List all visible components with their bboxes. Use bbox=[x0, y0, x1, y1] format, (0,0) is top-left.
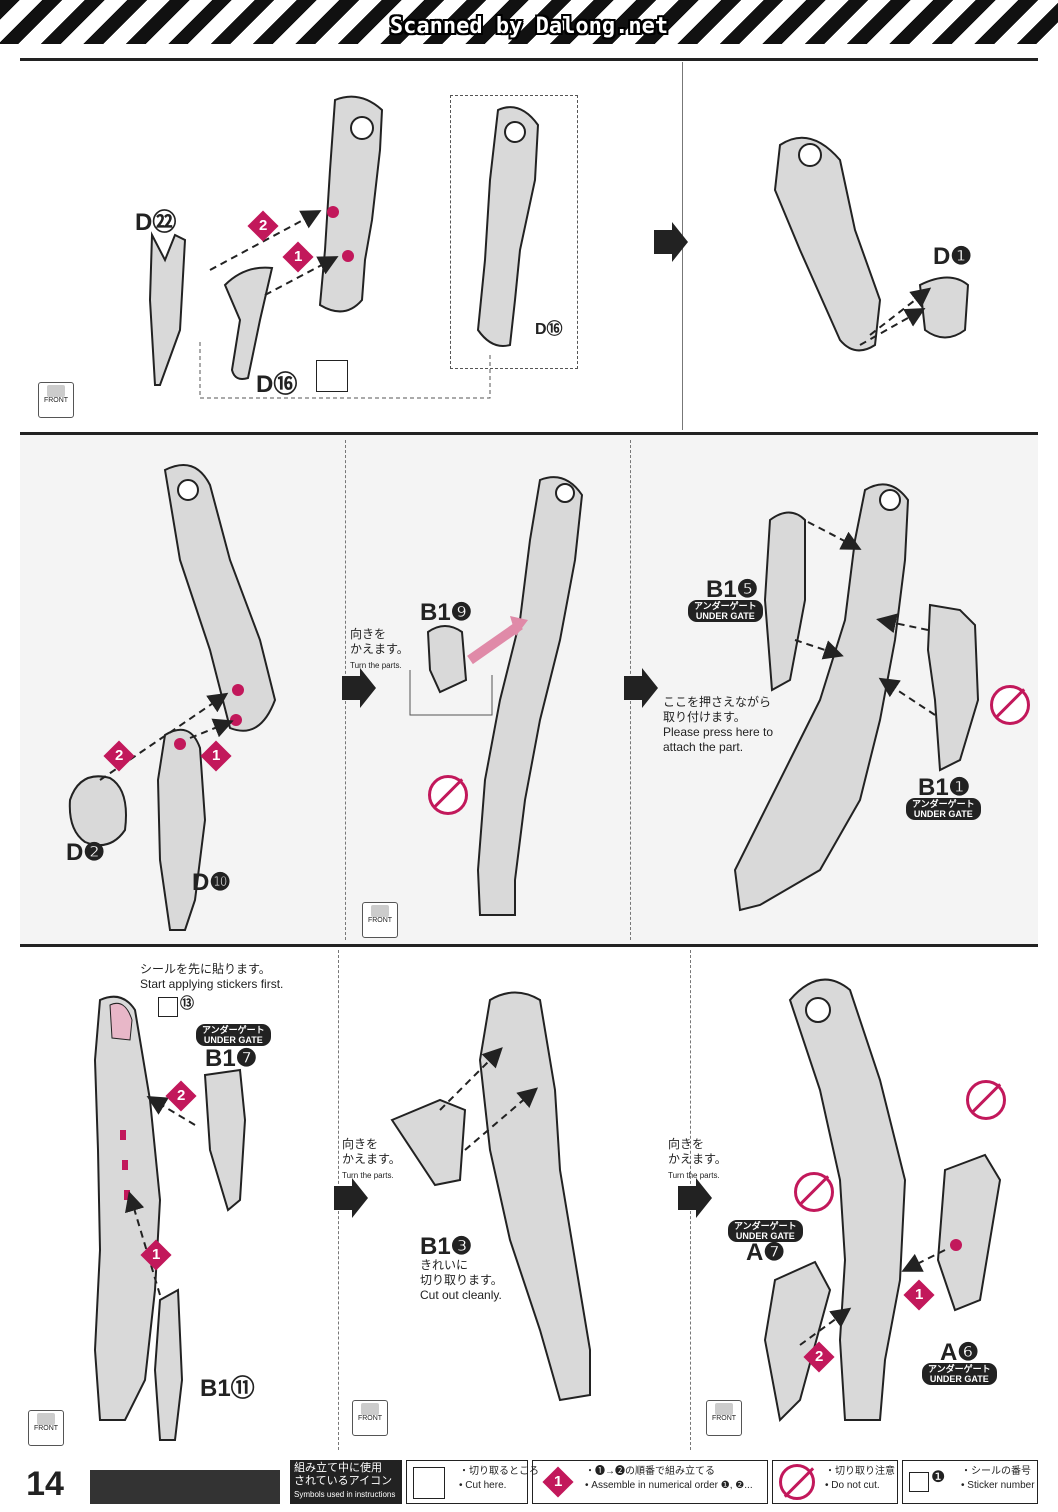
part-b13 bbox=[390, 1098, 467, 1187]
front-indicator-icon: FRONT bbox=[38, 382, 74, 418]
label-d10: D❿ bbox=[192, 869, 231, 896]
part-leg-frame-2 bbox=[773, 136, 882, 352]
label-b19: B1❾ bbox=[420, 599, 473, 626]
front-indicator-icon: FRONT bbox=[352, 1400, 388, 1436]
top-rule bbox=[20, 58, 1038, 61]
label-b13: B1❸ bbox=[420, 1233, 473, 1260]
sticker-icon bbox=[909, 1472, 929, 1492]
part-leg-front bbox=[478, 991, 591, 1402]
turn-parts-note: 向きをかえます。Turn the parts. bbox=[342, 1137, 401, 1180]
next-arrow-icon bbox=[674, 1178, 714, 1218]
next-arrow-icon bbox=[330, 1178, 370, 1218]
part-b15 bbox=[763, 511, 806, 692]
next-arrow-icon bbox=[338, 668, 378, 708]
turn-parts-note: 向きをかえます。Turn the parts. bbox=[350, 627, 409, 670]
front-indicator-icon: FRONT bbox=[706, 1400, 742, 1436]
part-thigh-1 bbox=[163, 464, 277, 732]
part-d2 bbox=[68, 775, 127, 846]
footer-bar bbox=[90, 1470, 280, 1504]
legend-assemble-order: 1 ・❶→❷の順番で組み立てる• Assemble in numerical o… bbox=[532, 1460, 768, 1504]
label-d1: D❶ bbox=[933, 243, 972, 270]
label-d22: D㉒ bbox=[135, 209, 177, 236]
scan-watermark: Scanned by Dalong.net bbox=[389, 14, 669, 39]
part-d22 bbox=[148, 231, 187, 386]
sticker-icon bbox=[158, 997, 178, 1017]
part-b11 bbox=[926, 603, 980, 772]
step-badge-icon: 1 bbox=[542, 1466, 574, 1498]
part-leg-stickered bbox=[93, 995, 162, 1421]
do-not-cut-icon bbox=[779, 1464, 815, 1500]
do-not-cut-icon bbox=[794, 1172, 834, 1212]
label-d16: D⑯ bbox=[256, 371, 298, 398]
part-d16-small bbox=[223, 266, 274, 380]
legend-sticker-number: ❶ ・シールの番号• Sticker number bbox=[902, 1460, 1038, 1504]
label-b15: B1❺ bbox=[706, 576, 759, 603]
front-indicator-icon: FRONT bbox=[28, 1410, 64, 1446]
do-not-cut-icon bbox=[966, 1080, 1006, 1120]
inset-box bbox=[450, 95, 578, 369]
part-a6 bbox=[936, 1153, 1002, 1312]
cut-here-icon bbox=[413, 1467, 445, 1499]
section-divider-2 bbox=[20, 944, 1038, 947]
next-arrow-icon bbox=[620, 668, 660, 708]
cut-here-icon bbox=[316, 360, 348, 392]
page-number: 14 bbox=[0, 1456, 90, 1508]
label-d2: D❷ bbox=[66, 839, 105, 866]
part-b1-11 bbox=[153, 1288, 184, 1441]
label-b1-11: B1⑪ bbox=[200, 1375, 255, 1402]
part-b17 bbox=[203, 1068, 247, 1212]
part-d10 bbox=[156, 728, 207, 931]
turn-parts-note: 向きをかえます。Turn the parts. bbox=[668, 1137, 727, 1180]
do-not-cut-icon bbox=[428, 775, 468, 815]
sticker-number-symbol: ❶ bbox=[931, 1469, 946, 1486]
sticker-first-note: シールを先に貼ります。Start applying stickers first… bbox=[140, 962, 284, 991]
part-a7 bbox=[763, 1260, 832, 1423]
next-arrow-icon bbox=[650, 222, 690, 262]
label-b11: B1❶ bbox=[918, 774, 971, 801]
section-divider-1 bbox=[20, 432, 1038, 435]
legend-cut-here: ・切り取るところ• Cut here. bbox=[406, 1460, 539, 1504]
legend-do-not-cut: ・切り取り注意• Do not cut. bbox=[772, 1460, 898, 1504]
part-leg-long bbox=[476, 476, 584, 916]
label-sticker-13: ⑬ bbox=[180, 995, 194, 1011]
part-leg-assembly bbox=[733, 483, 910, 912]
header-stripe bbox=[0, 0, 1058, 44]
part-b19 bbox=[426, 625, 468, 694]
part-d1 bbox=[918, 276, 970, 339]
label-d16-inset: D⑯ bbox=[535, 321, 563, 338]
label-a6: A❻ bbox=[940, 1339, 979, 1366]
do-not-cut-icon bbox=[990, 685, 1030, 725]
label-b17: B1❼ bbox=[205, 1045, 258, 1072]
part-leg-frame-inset bbox=[476, 106, 540, 347]
cut-cleanly-note: きれいに切り取ります。Cut out cleanly. bbox=[420, 1258, 503, 1302]
label-a7: A❼ bbox=[746, 1239, 785, 1266]
front-indicator-icon: FRONT bbox=[362, 902, 398, 938]
